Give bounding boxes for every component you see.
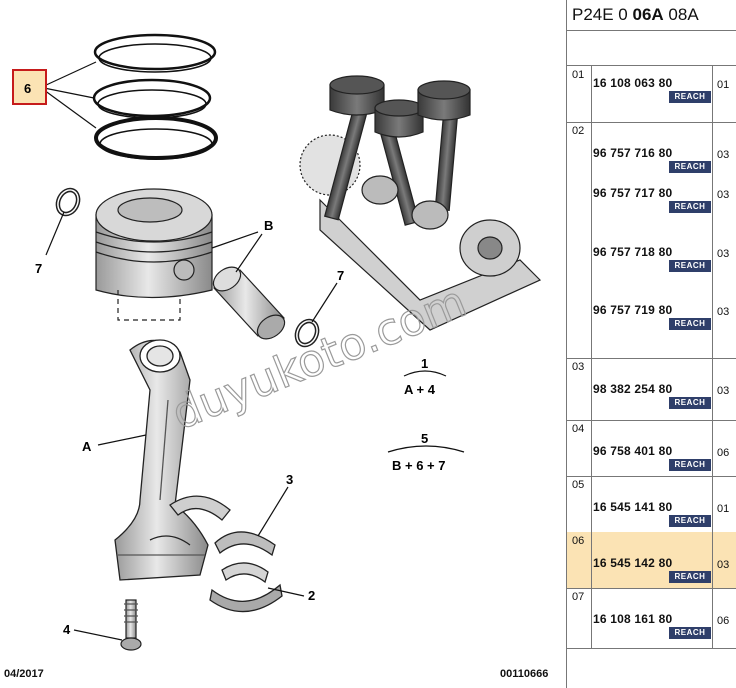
bearing-shells: [169, 495, 283, 613]
part-number[interactable]: 96 757 716 80: [593, 146, 673, 160]
callout-B[interactable]: B: [264, 218, 273, 233]
qty-column: [712, 66, 736, 122]
row-index: 07: [567, 588, 592, 648]
leader-lines: [43, 61, 465, 641]
reach-badge: REACH: [669, 91, 711, 103]
row-index: 03: [567, 358, 592, 420]
row-index: 02: [567, 122, 592, 358]
reference-prefix: P24E 0: [572, 5, 633, 24]
reach-badge: REACH: [669, 515, 711, 527]
part-quantity: 06: [717, 615, 730, 627]
diagram-code: 00110666: [500, 668, 549, 680]
part-number[interactable]: 96 757 718 80: [593, 245, 673, 259]
part-number[interactable]: 96 757 717 80: [593, 186, 673, 200]
reach-badge: REACH: [669, 571, 711, 583]
qty-column: [712, 532, 736, 588]
part-number[interactable]: 98 382 254 80: [593, 382, 673, 396]
row-index: 06: [567, 532, 592, 588]
reach-badge: REACH: [669, 260, 711, 272]
connecting-rod: [114, 339, 209, 581]
group-1-number[interactable]: 1: [421, 356, 428, 371]
part-quantity: 01: [717, 79, 730, 91]
crankshaft-assembly: [299, 75, 542, 331]
reach-badge: REACH: [669, 459, 711, 471]
part-number[interactable]: 16 108 161 80: [593, 612, 673, 626]
part-quantity: 03: [717, 385, 730, 397]
part-quantity: 03: [717, 248, 730, 260]
reference-suffix: 08A: [663, 5, 699, 24]
row-index: 05: [567, 476, 592, 532]
group-1-expression: A + 4: [404, 382, 436, 397]
piston: [95, 188, 213, 321]
part-number[interactable]: 96 757 719 80: [593, 303, 673, 317]
qty-column: [712, 122, 736, 358]
part-number[interactable]: 16 545 141 80: [593, 500, 673, 514]
reach-badge: REACH: [669, 201, 711, 213]
reach-badge: REACH: [669, 318, 711, 330]
reach-badge: REACH: [669, 161, 711, 173]
callout-A[interactable]: A: [82, 439, 92, 454]
gudgeon-pin: [212, 266, 286, 340]
row-index: 04: [567, 420, 592, 476]
reference-header: P24E 0 06A 08A: [567, 0, 736, 31]
part-quantity: 03: [717, 559, 730, 571]
part-quantity: 03: [717, 149, 730, 161]
callout-7-right[interactable]: 7: [337, 268, 344, 283]
reach-badge: REACH: [669, 397, 711, 409]
diagram-drawing: 6 7 B 7 A 3 2 4 1 A + 4 5 B + 6 + 7 duyu…: [12, 33, 542, 651]
reach-badge: REACH: [669, 627, 711, 639]
group-5-expression: B + 6 + 7: [392, 458, 445, 473]
part-quantity: 03: [717, 306, 730, 318]
callout-2[interactable]: 2: [308, 588, 315, 603]
callout-4[interactable]: 4: [63, 622, 71, 637]
part-quantity: 06: [717, 447, 730, 459]
diagram-date: 04/2017: [4, 668, 44, 680]
rod-bolt: [120, 599, 142, 651]
qty-column: [712, 588, 736, 648]
reference-variant: 06A: [632, 5, 664, 24]
callouts: 7 B 7 A 3 2 4 1 A + 4 5 B + 6 + 7: [35, 218, 445, 637]
piston-rings: [92, 33, 218, 160]
part-number[interactable]: 96 758 401 80: [593, 444, 673, 458]
qty-column: [712, 420, 736, 476]
part-number[interactable]: 16 545 142 80: [593, 556, 673, 570]
callout-7-left[interactable]: 7: [35, 261, 42, 276]
qty-column: [712, 476, 736, 532]
header-spacer: [567, 31, 736, 66]
callout-3[interactable]: 3: [286, 472, 293, 487]
qty-column: [712, 358, 736, 420]
part-number[interactable]: 16 108 063 80: [593, 76, 673, 90]
row-index: 01: [567, 66, 592, 122]
part-quantity: 01: [717, 503, 730, 515]
callout-6-highlight[interactable]: [12, 69, 47, 105]
callout-6[interactable]: 6: [24, 81, 31, 96]
group-5-number[interactable]: 5: [421, 431, 428, 446]
exploded-parts-diagram: 6 7 B 7 A 3 2 4 1 A + 4 5 B + 6 + 7 duyu…: [4, 33, 549, 680]
part-quantity: 03: [717, 189, 730, 201]
